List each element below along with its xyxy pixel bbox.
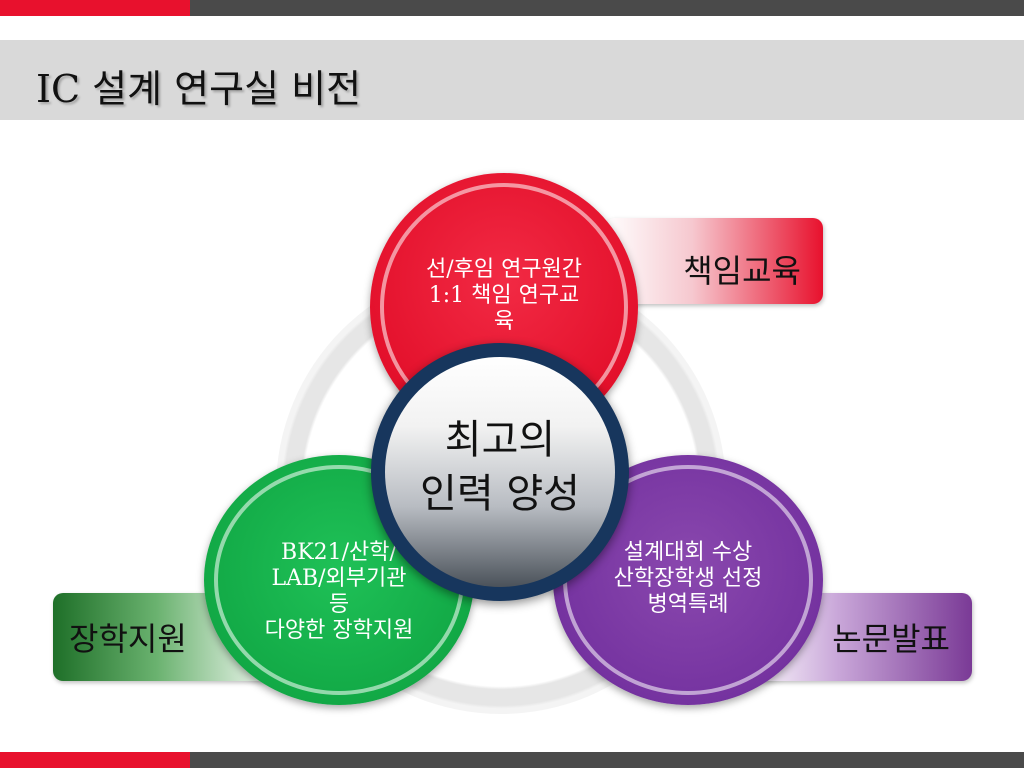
tab-responsible-education: 책임교육 bbox=[605, 218, 823, 304]
circle-text: 선/후임 연구원간 1:1 책임 연구교 육 bbox=[370, 257, 638, 335]
circle-text-line: LAB/외부기관 bbox=[271, 566, 407, 591]
circle-text-line: 다양한 장학지원 bbox=[264, 618, 414, 643]
circle-text-line: BK21/산학/ bbox=[281, 540, 397, 565]
tab-label: 책임교육 bbox=[683, 252, 801, 290]
circle-text-line: 등 bbox=[328, 592, 350, 617]
slide-title: IC 설계 연구실 비전 bbox=[36, 67, 362, 111]
tab-label: 장학지원 bbox=[69, 620, 187, 658]
center-circle: 최고의 인력 양성 bbox=[371, 343, 629, 601]
circle-text-line: 선/후임 연구원간 bbox=[425, 257, 583, 282]
center-text: 최고의 인력 양성 bbox=[371, 413, 629, 521]
circle-text-line: 병역특례 bbox=[647, 592, 729, 617]
circle-text-line: 육 bbox=[493, 309, 515, 334]
circle-text-line: 1:1 책임 연구교 bbox=[428, 283, 580, 308]
circle-text: 설계대회 수상 산학장학생 선정 병역특례 bbox=[553, 540, 823, 618]
bottom-bar bbox=[0, 752, 1024, 768]
circle-text: BK21/산학/ LAB/외부기관 등 다양한 장학지원 bbox=[204, 540, 474, 644]
bottom-bar-accent bbox=[0, 752, 190, 768]
top-bar bbox=[0, 0, 1024, 16]
circle-text-line: 산학장학생 선정 bbox=[613, 566, 763, 591]
center-core bbox=[385, 357, 615, 587]
center-text-line: 인력 양성 bbox=[420, 471, 580, 517]
tab-label: 논문발표 bbox=[832, 620, 950, 658]
circle-text-line: 설계대회 수상 bbox=[623, 540, 753, 565]
top-bar-accent bbox=[0, 0, 190, 16]
title-band bbox=[0, 40, 1024, 120]
center-text-line: 최고의 bbox=[444, 417, 556, 463]
